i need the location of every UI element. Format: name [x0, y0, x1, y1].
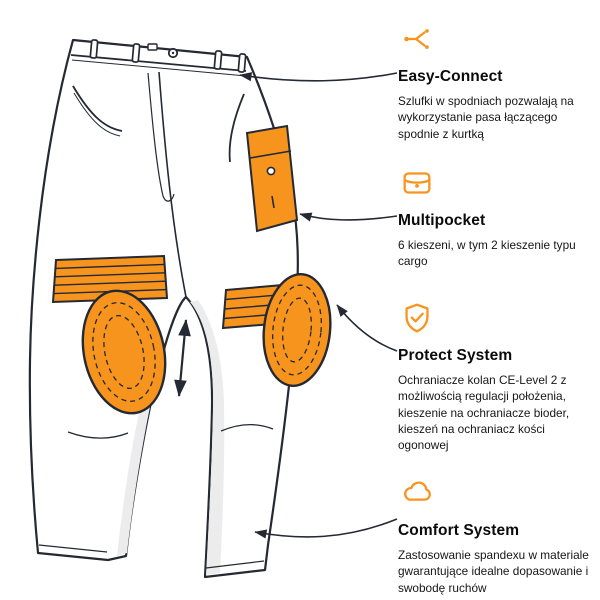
feature-title: Comfort System: [398, 522, 520, 539]
callout-arrow-multipocket: [299, 212, 398, 222]
waist-button-dot: [171, 51, 175, 55]
adjustment-arrow: [174, 319, 191, 397]
feature-description: Ochraniacze kolan CE-Level 2 z możliwośc…: [398, 373, 570, 453]
right-pocket-seam: [228, 93, 245, 163]
callout-arrow-comfort: [254, 518, 398, 539]
right-knee-seam: [220, 424, 274, 432]
callout-arrow-easy-connect: [239, 72, 398, 82]
right-hem-stitch: [205, 560, 265, 569]
shading-right-leg: [190, 300, 225, 575]
feature-easy-connect: Easy-Connect Szlufki w spodniach pozwala…: [398, 20, 595, 142]
comfort-cloud-icon: [398, 474, 436, 512]
belt-loops: [89, 39, 247, 73]
waist-tab: [147, 43, 158, 51]
feature-multipocket: Multipocket 6 kieszeni, w tym 2 kieszeni…: [398, 164, 595, 270]
fly-seam: [158, 71, 187, 298]
feature-title: Protect System: [398, 347, 513, 364]
feature-description: 6 kieszeni, w tym 2 kieszenie typu cargo: [398, 238, 576, 269]
feature-description: Szlufki w spodniach pozwalają na wykorzy…: [398, 94, 574, 141]
feature-protect-system: Protect System Ochraniacze kolan CE-Leve…: [398, 299, 595, 453]
left-pocket-seam: [72, 85, 123, 132]
feature-title: Multipocket: [398, 212, 486, 229]
fly-stitch: [147, 72, 175, 202]
knee-protector-right: [262, 273, 332, 387]
left-knee-seam: [67, 431, 129, 439]
feature-comfort-system: Comfort System Zastosowanie spandexu w m…: [398, 474, 595, 596]
cargo-pocket: [245, 124, 299, 233]
multipocket-icon: [398, 164, 436, 202]
feature-title: Easy-Connect: [398, 68, 503, 85]
pants-outline: [28, 38, 299, 579]
easy-connect-icon: [398, 20, 436, 58]
waistband-stitch: [71, 59, 247, 77]
callout-arrow-protect: [336, 304, 398, 352]
feature-description: Zastosowanie spandexu w materiale gwaran…: [398, 548, 589, 595]
shading-left-leg: [117, 380, 156, 556]
protect-shield-icon: [398, 299, 436, 337]
knee-protector-left: [81, 289, 167, 415]
left-pocket-stitch: [73, 92, 121, 137]
left-hem-stitch: [38, 544, 108, 553]
stretch-panel-left: [51, 254, 169, 304]
